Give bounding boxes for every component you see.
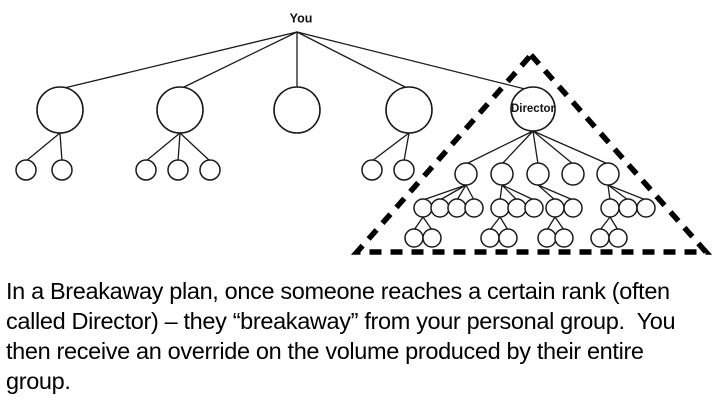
edge-b3-10-to-l4-8 (609, 216, 619, 231)
breakaway-level4-edges (413, 216, 619, 231)
node-b2-5[interactable] (596, 162, 620, 186)
node-l1-b[interactable] (156, 86, 204, 134)
node-b3-12[interactable] (636, 198, 656, 218)
node-b4-1[interactable] (404, 228, 424, 248)
edge-l1-a-child-1 (25, 132, 61, 162)
edge-director-to-b2-5 (532, 130, 609, 165)
node-b2-4[interactable] (561, 162, 585, 186)
edge-director-to-b2-2 (501, 130, 534, 165)
node-b2-1[interactable] (454, 162, 478, 186)
edge-root-to-l1-a (59, 31, 298, 90)
edge-b2-5-to-b3-10 (607, 184, 611, 201)
edge-director-to-b2-3 (532, 130, 539, 165)
breakaway-level2-nodes (454, 162, 620, 186)
edge-b2-1-to-b3-3 (456, 184, 467, 201)
edge-l1-a-child-2 (59, 132, 63, 162)
edge-b3-1-to-l4-2 (422, 216, 433, 231)
director-edges (465, 130, 609, 165)
genealogy-diagram: You Director (15, 11, 713, 255)
node-b4-7[interactable] (590, 228, 610, 248)
director-node-group (510, 86, 556, 132)
node-personal-4[interactable] (167, 159, 189, 181)
edge-director-to-b2-4 (532, 130, 574, 165)
edge-b3-8-to-l4-6 (554, 216, 565, 231)
edge-l1-b-child-1 (145, 132, 181, 162)
node-b3-2[interactable] (430, 198, 450, 218)
edge-l1-b-child-2 (177, 132, 181, 162)
node-b3-11[interactable] (618, 198, 638, 218)
root-node-label: You (290, 11, 313, 25)
node-b4-5[interactable] (537, 228, 557, 248)
node-b4-6[interactable] (554, 228, 574, 248)
node-b4-8[interactable] (608, 228, 628, 248)
edge-b2-2-to-b3-6 (501, 184, 518, 201)
edge-l1-d-child-2 (403, 132, 410, 162)
node-personal-5[interactable] (199, 159, 221, 181)
node-personal-7[interactable] (393, 159, 415, 181)
node-personal-3[interactable] (135, 159, 157, 181)
node-b3-1[interactable] (413, 198, 433, 218)
node-b2-3[interactable] (526, 162, 550, 186)
breakaway-level3-edges (422, 184, 647, 201)
node-b3-7[interactable] (524, 198, 544, 218)
node-b3-3[interactable] (447, 198, 467, 218)
edge-b3-10-to-l4-7 (599, 216, 611, 231)
node-director[interactable] (510, 86, 556, 132)
personal-level2-nodes (15, 159, 415, 181)
node-b3-8[interactable] (545, 198, 565, 218)
edge-b2-2-to-b3-7 (501, 184, 535, 201)
node-b3-9[interactable] (563, 198, 583, 218)
breakaway-level3-nodes (413, 198, 656, 218)
edge-root-to-l1-director (296, 31, 534, 92)
edge-b2-3-to-b3-9 (537, 184, 574, 201)
node-l1-a[interactable] (36, 86, 84, 134)
node-personal-1[interactable] (15, 159, 37, 181)
edge-b3-8-to-l4-5 (546, 216, 556, 231)
genealogy-diagram-svg: You Director (15, 11, 713, 255)
root-edges (59, 31, 534, 92)
node-b4-3[interactable] (480, 228, 500, 248)
node-b3-5[interactable] (490, 198, 510, 218)
edge-b2-3-to-b3-8 (537, 184, 556, 201)
node-b3-4[interactable] (464, 198, 484, 218)
node-personal-6[interactable] (361, 159, 383, 181)
node-personal-2[interactable] (51, 159, 73, 181)
breakaway-boundary-triangle (350, 50, 713, 255)
edge-b2-1-to-b3-2 (439, 184, 467, 201)
node-b4-4[interactable] (498, 228, 518, 248)
breakaway-level4-nodes (404, 228, 628, 248)
node-b2-2[interactable] (490, 162, 514, 186)
node-l1-d[interactable] (385, 86, 433, 134)
edge-l1-d-child-1 (371, 132, 410, 162)
edge-l1-b-child-3 (179, 132, 211, 162)
edge-root-to-l1-b (179, 31, 298, 90)
personal-group-edges (25, 132, 410, 162)
level1-nodes (36, 86, 433, 134)
edge-root-to-l1-d (296, 31, 410, 90)
node-b3-10[interactable] (600, 198, 620, 218)
node-b3-6[interactable] (507, 198, 527, 218)
edge-b3-5-to-l4-4 (499, 216, 509, 231)
edge-b3-1-to-l4-1 (413, 216, 424, 231)
edge-b2-5-to-b3-12 (607, 184, 647, 201)
edge-b2-5-to-b3-11 (607, 184, 629, 201)
edge-b2-1-to-b3-4 (465, 184, 475, 201)
edge-director-to-b2-1 (465, 130, 534, 165)
edge-b2-1-to-b3-1 (422, 184, 467, 201)
edge-b3-5-to-l4-3 (489, 216, 501, 231)
node-b4-2[interactable] (422, 228, 442, 248)
director-node-label: Director (511, 103, 556, 115)
edge-b2-2-to-b3-5 (499, 184, 503, 201)
node-l1-c[interactable] (273, 86, 321, 134)
caption-text: In a Breakaway plan, once someone reache… (6, 278, 682, 394)
